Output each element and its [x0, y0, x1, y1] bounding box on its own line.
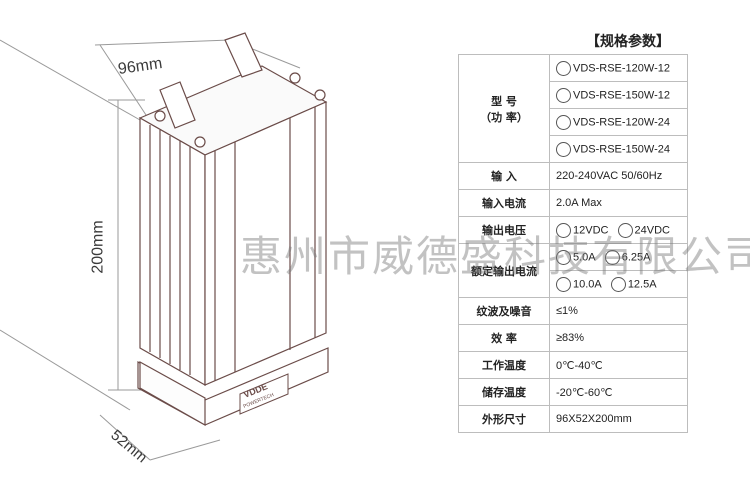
current-option[interactable]: 12.5A	[610, 276, 657, 292]
efficiency-value: ≥83%	[549, 324, 688, 352]
current-option[interactable]: 10.0A	[556, 276, 602, 292]
current-option[interactable]: 6.25A	[604, 249, 650, 265]
radio-icon[interactable]	[556, 141, 571, 157]
output-voltage-options: 12VDC 24VDC	[549, 216, 688, 244]
radio-icon[interactable]	[556, 87, 571, 103]
radio-icon[interactable]	[556, 249, 571, 265]
power-supply-body	[137, 32, 329, 427]
ripple-label: 纹波及噪音	[458, 297, 550, 325]
model-option[interactable]: VDS-RSE-120W-24	[549, 108, 688, 136]
voltage-option[interactable]: 12VDC	[556, 222, 608, 238]
radio-icon[interactable]	[617, 222, 633, 238]
radio-icon[interactable]	[556, 222, 571, 238]
radio-icon[interactable]	[610, 276, 626, 292]
size-label: 外形尺寸	[458, 405, 550, 433]
model-option[interactable]: VDS-RSE-150W-24	[549, 135, 688, 163]
model-label-line2: （功 率）	[480, 110, 528, 124]
model-option[interactable]: VDS-RSE-150W-12	[549, 81, 688, 109]
input-current-label: 输入电流	[458, 189, 550, 217]
storage-temp-label: 储存温度	[458, 378, 550, 406]
input-value: 220-240VAC 50/60Hz	[549, 162, 688, 190]
company-watermark: 惠州市威德盛科技有限公司	[240, 232, 750, 281]
size-value: 96X52X200mm	[549, 405, 688, 433]
spec-title: 【规格参数】	[586, 34, 670, 50]
model-option[interactable]: VDS-RSE-120W-12	[549, 54, 688, 82]
model-label-cell: 型 号 （功 率）	[458, 54, 550, 163]
radio-icon[interactable]	[556, 60, 571, 76]
radio-icon[interactable]	[556, 276, 571, 292]
working-temp-label: 工作温度	[458, 351, 550, 379]
brand-plate	[239, 373, 289, 415]
radio-icon[interactable]	[604, 249, 620, 265]
storage-temp-value: -20℃-60℃	[549, 378, 688, 406]
radio-icon[interactable]	[556, 114, 571, 130]
current-option[interactable]: 5.0A	[556, 249, 596, 265]
spec-table: 型 号 （功 率） VDS-RSE-120W-12 VDS-RSE-150W-1…	[458, 54, 688, 433]
current-options-row: 10.0A 12.5A	[549, 270, 688, 298]
input-current-value: 2.0A Max	[549, 189, 688, 217]
height-dimension: 200mm	[89, 220, 107, 274]
rated-current-label: 额定输出电流	[458, 243, 550, 298]
working-temp-value: 0℃-40℃	[549, 351, 688, 379]
efficiency-label: 效 率	[458, 324, 550, 352]
ripple-value: ≤1%	[549, 297, 688, 325]
voltage-option[interactable]: 24VDC	[617, 222, 670, 238]
dimension-lines	[0, 39, 301, 461]
input-label: 输 入	[458, 162, 550, 190]
model-label-line1: 型 号	[491, 94, 517, 108]
